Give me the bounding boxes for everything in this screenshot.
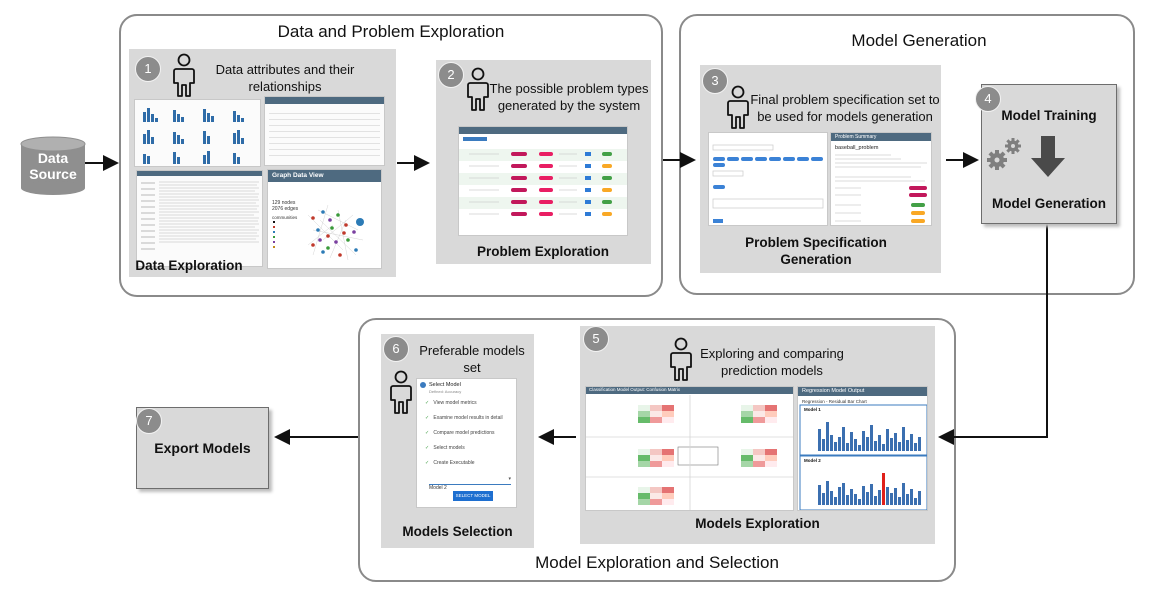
group-title-model-generation: Model Generation bbox=[851, 31, 987, 50]
group-title-model-selection: Model Exploration and Selection bbox=[535, 553, 779, 572]
step7-number-badge: 7 bbox=[136, 408, 162, 434]
confusion-matrix-thumbnails bbox=[586, 395, 793, 510]
step5-caption: Models Exploration bbox=[695, 516, 820, 531]
baseball-problem-label: baseball_problem bbox=[835, 145, 879, 151]
arrow-step4-to-step5 bbox=[938, 224, 1048, 445]
step1-number-badge: 1 bbox=[135, 56, 161, 82]
group-title-data-problem: Data and Problem Exploration bbox=[277, 22, 505, 41]
step6-description: Preferable models set bbox=[419, 343, 525, 375]
histogram-grid-thumbnail bbox=[143, 108, 244, 164]
spec-form-thumbnail bbox=[712, 144, 824, 223]
screenshot-problem-table bbox=[458, 126, 628, 236]
problem-summary-title: Problem Summary bbox=[835, 134, 877, 140]
screenshot-confusion-matrices: Classification Model Output: Confusion M… bbox=[585, 386, 794, 511]
screenshot-histograms bbox=[134, 99, 261, 167]
step2-number-badge: 2 bbox=[438, 62, 464, 88]
step1-caption: Data Exploration bbox=[135, 258, 243, 273]
step4-caption: Model Generation bbox=[991, 196, 1106, 211]
screenshot-graph-view: Graph Data View 129 nodes 2076 edges com… bbox=[267, 169, 382, 269]
screenshot-problem-spec-form bbox=[708, 132, 828, 226]
regression-model2-label: Model 2 bbox=[804, 458, 821, 463]
select-model-button[interactable]: SELECT MODEL bbox=[453, 491, 493, 501]
step2-description: The possible problem types generated by … bbox=[489, 81, 649, 113]
screenshot-problem-summary: Problem Summary baseball_problem bbox=[830, 132, 932, 226]
classification-output-title: Classification Model Output: Confusion M… bbox=[589, 387, 681, 392]
step7-caption: Export Models bbox=[154, 440, 251, 456]
graph-communities-label: communities bbox=[272, 215, 298, 220]
screenshot-data-table bbox=[264, 96, 385, 166]
down-arrow-icon bbox=[1031, 136, 1065, 177]
gears-icon bbox=[987, 138, 1021, 170]
person-icon bbox=[727, 85, 749, 129]
step3-description: Final problem specification set to be us… bbox=[750, 92, 940, 124]
person-icon bbox=[173, 53, 195, 97]
screenshot-regression-output: Regression Model Output Regression - Res… bbox=[797, 386, 928, 511]
step1-description: Data attributes and their relationships bbox=[215, 62, 355, 94]
graph-view-title: Graph Data View bbox=[272, 172, 324, 179]
summary-lines-thumbnail bbox=[835, 154, 927, 223]
step7-panel bbox=[136, 407, 269, 489]
select-model-subtitle: Defined: Accuracy bbox=[429, 389, 462, 394]
person-icon bbox=[390, 370, 412, 414]
step6-caption: Models Selection bbox=[402, 524, 513, 539]
problem-rows-thumbnail bbox=[459, 149, 627, 216]
highlighted-residual-bar bbox=[882, 473, 885, 505]
regression-model1-label: Model 1 bbox=[804, 407, 821, 412]
person-icon bbox=[670, 337, 692, 381]
step5-number-badge: 5 bbox=[583, 326, 609, 352]
regression-output-title: Regression Model Output bbox=[802, 388, 865, 394]
step6-number-badge: 6 bbox=[383, 336, 409, 362]
network-graph-thumbnail bbox=[273, 204, 364, 261]
step3-number-badge: 3 bbox=[702, 68, 728, 94]
data-source-label: Data Source bbox=[29, 150, 77, 183]
step4-number-badge: 4 bbox=[975, 86, 1001, 112]
chevron-down-icon: ▾ bbox=[508, 476, 511, 482]
graph-edges-count: 2076 edges bbox=[272, 206, 299, 212]
data-source-cylinder-icon bbox=[20, 136, 86, 195]
model-dropdown[interactable]: Model 2 ▾ bbox=[429, 476, 511, 491]
model-dropdown-value: Model 2 bbox=[429, 485, 447, 491]
residual-bar-charts bbox=[799, 404, 927, 510]
screenshot-text-view bbox=[136, 170, 263, 267]
regression-subtitle: Regression - Residual Bar Chart bbox=[802, 399, 867, 404]
select-model-title: Select Model bbox=[429, 382, 461, 388]
graph-nodes-count: 129 nodes bbox=[272, 200, 296, 206]
step4-title: Model Training bbox=[1001, 108, 1097, 123]
text-lines-thumbnail bbox=[141, 181, 259, 250]
step5-description: Exploring and comparing prediction model… bbox=[700, 346, 844, 378]
person-icon bbox=[467, 67, 489, 111]
screenshot-select-model: Select Model Defined: Accuracy ✓ View mo… bbox=[416, 378, 517, 508]
step3-caption: Problem Specification Generation bbox=[745, 235, 887, 267]
step2-caption: Problem Exploration bbox=[476, 244, 610, 259]
